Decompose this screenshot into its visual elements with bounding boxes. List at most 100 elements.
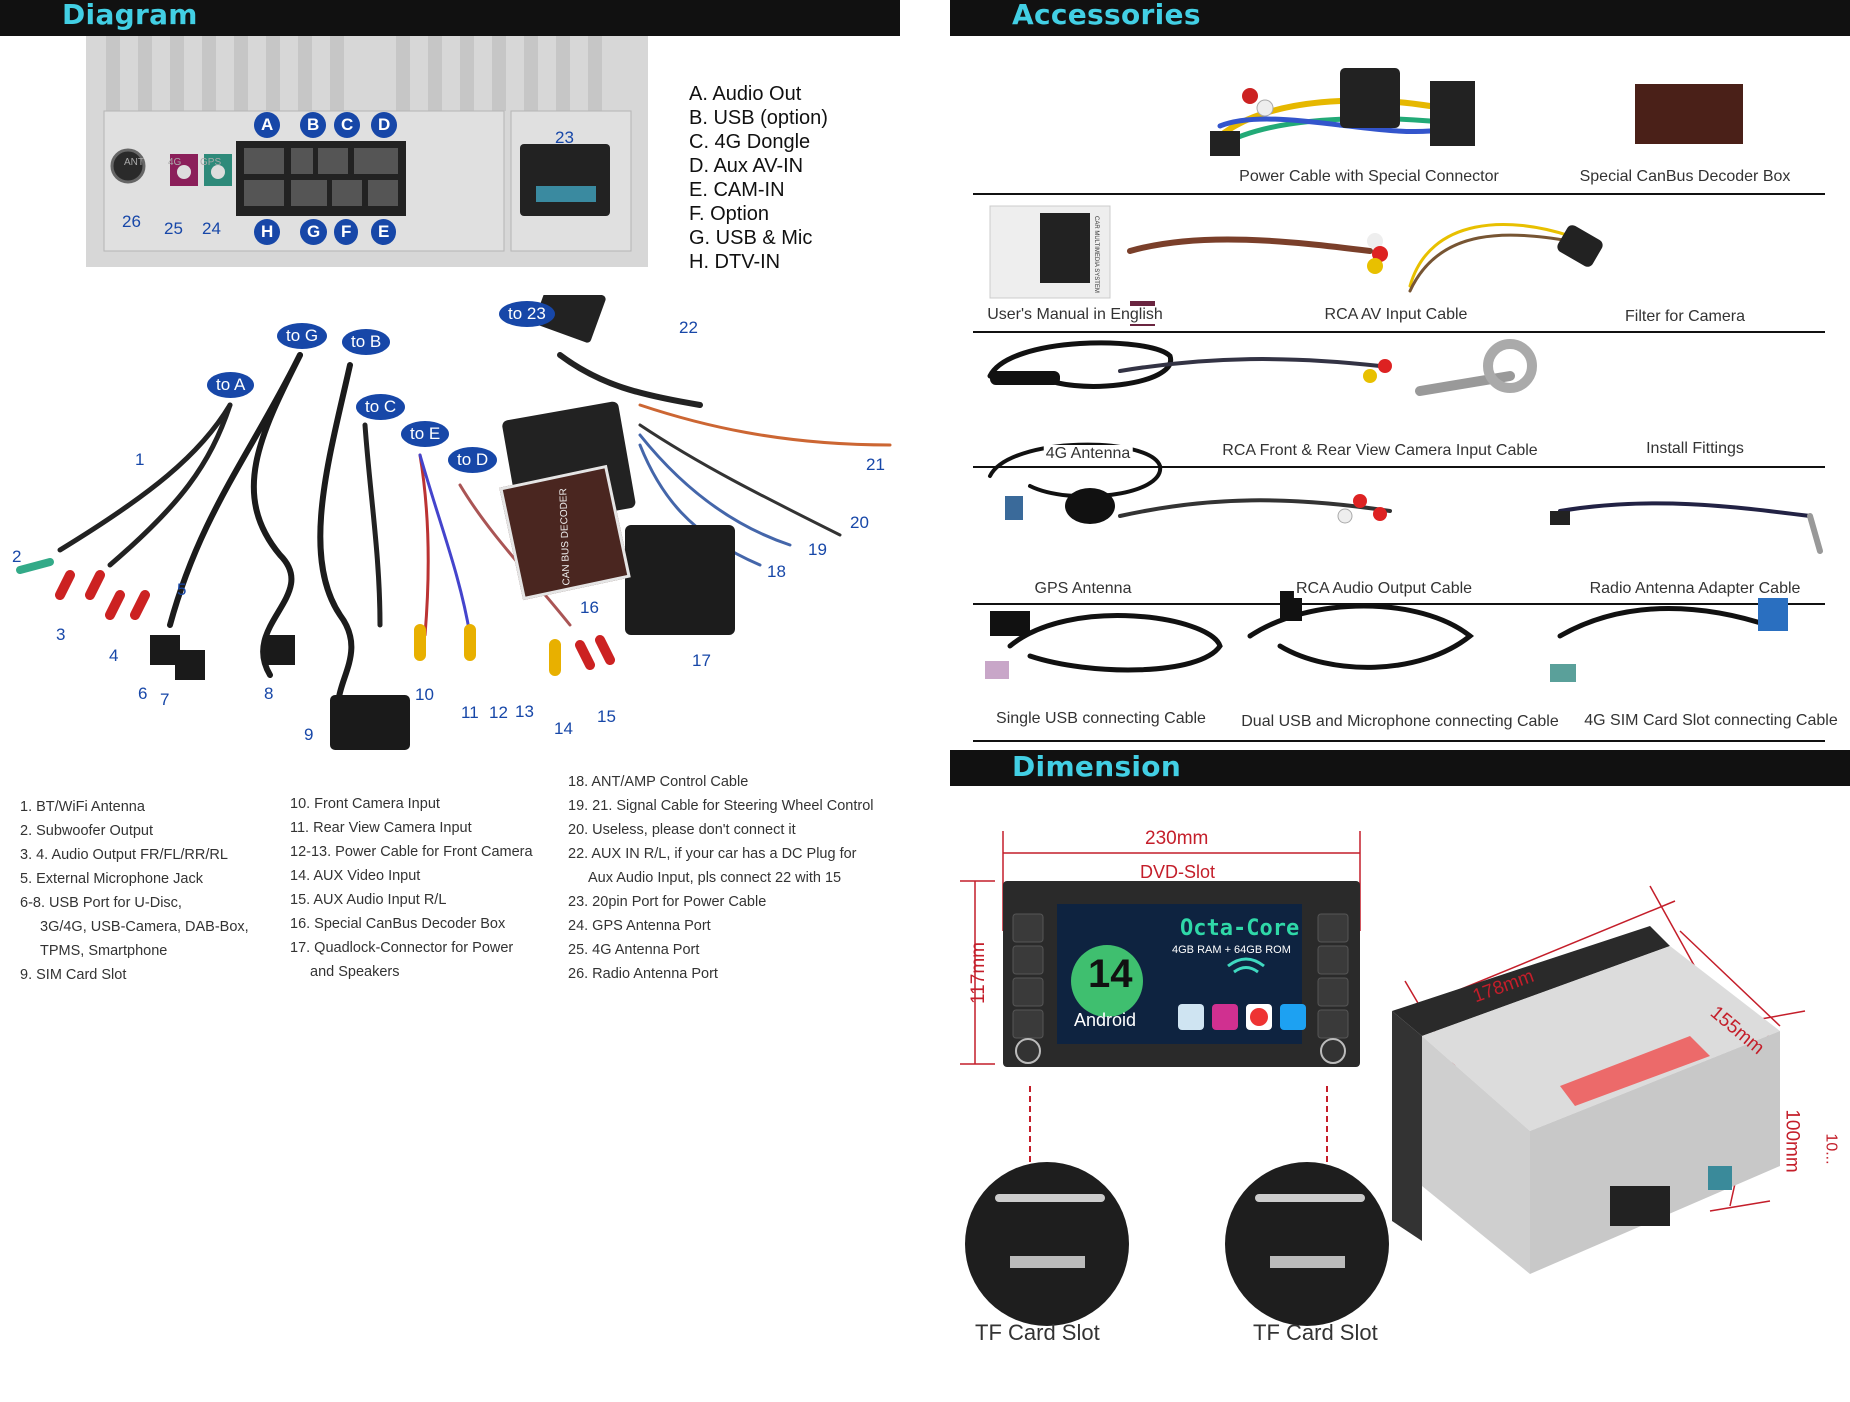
dimension-header: Dimension [950, 750, 1850, 786]
cable-number: 13 [515, 702, 534, 721]
cable-number: 5 [177, 580, 187, 599]
cable-legend-item: 19. 21. Signal Cable for Steering Wheel … [568, 798, 874, 814]
accessory-caption: Special CanBus Decoder Box [1577, 168, 1793, 186]
accessories-header: Accessories [950, 0, 1850, 36]
cable-legend-item: 5. External Microphone Jack [20, 871, 203, 887]
cable-legend-item: 26. Radio Antenna Port [568, 966, 718, 982]
port-legend-item: C. 4G Dongle [689, 131, 811, 153]
connector-badge: F [334, 219, 359, 245]
connector-badge: B [300, 112, 327, 138]
body-height-dimension: 100mm [1781, 1109, 1803, 1173]
cable-tag: to 23 [499, 301, 555, 327]
cable-legend-item: 24. GPS Antenna Port [568, 918, 711, 934]
height-dimension: 117mm [967, 942, 989, 1004]
cable-tag: to C [356, 394, 406, 420]
accessory-photos: CAR MULTIMEDIA SYSTEM [985, 68, 1823, 682]
divider [973, 331, 1825, 333]
diagram-header: Diagram [0, 0, 900, 36]
cable-number: 10 [415, 685, 434, 704]
cable-number: 16 [580, 598, 599, 617]
port-legend-item: H. DTV-IN [689, 251, 781, 273]
accessory-caption: User's Manual in English [985, 306, 1165, 324]
connector-badge: A [254, 112, 281, 138]
accessory-caption: GPS Antenna [1032, 580, 1134, 598]
cable-number: 7 [160, 690, 170, 709]
port-number: 26 [122, 212, 141, 231]
cable-legend-item: 17. Quadlock-Connector for Power [290, 940, 514, 956]
cable-tag: to E [401, 421, 450, 447]
cable-number: 18 [767, 562, 786, 581]
cut-off-dimension: 10... [1822, 1133, 1840, 1165]
divider [973, 466, 1825, 468]
accessory-caption: Single USB connecting Cable [994, 710, 1208, 728]
connector-badge: G [300, 219, 328, 245]
port-legend-item: F. Option [689, 203, 770, 225]
divider [973, 193, 1825, 195]
cable-legend-item: 3G/4G, USB-Camera, DAB-Box, [40, 919, 249, 935]
cable-number: 21 [866, 455, 885, 474]
accessories-title: Accessories [1012, 0, 1201, 31]
cable-legend-item: Aux Audio Input, pls connect 22 with 15 [588, 870, 842, 886]
divider [973, 603, 1825, 605]
android-version: 14 [1088, 952, 1133, 996]
cable-number: 8 [264, 684, 274, 703]
cable-diagram-drawing [16, 277, 892, 750]
cable-legend-col3: 18. ANT/AMP Control Cable 19. 21. Signal … [568, 770, 873, 986]
cable-number: 14 [554, 719, 573, 738]
cable-legend-item: 6-8. USB Port for U-Disc, [20, 895, 182, 911]
cable-legend-item: 12-13. Power Cable for Front Camera [290, 844, 533, 860]
cable-tag: to A [207, 372, 255, 398]
port-legend-item: B. USB (option) [689, 107, 828, 129]
cable-number: 19 [808, 540, 827, 559]
divider [973, 740, 1825, 742]
manual-cover-text: CAR MULTIMEDIA SYSTEM [1093, 216, 1099, 293]
rear-panel-drawing [86, 36, 648, 267]
tf-slot-left-label: TF Card Slot [975, 1320, 1100, 1345]
accessory-caption: Power Cable with Special Connector [1237, 168, 1501, 186]
port-small-label: GPS [200, 157, 222, 168]
cable-tag: to B [342, 329, 391, 355]
accessory-caption: Filter for Camera [1622, 308, 1748, 326]
cable-legend-item: 10. Front Camera Input [290, 796, 440, 812]
connector-badge: H [254, 219, 281, 245]
cable-legend-item: 18. ANT/AMP Control Cable [568, 774, 749, 790]
cable-legend-item: 16. Special CanBus Decoder Box [290, 916, 506, 932]
port-small-label: 4G [168, 157, 182, 168]
cable-number: 22 [679, 318, 698, 337]
cable-legend-item: TPMS, Smartphone [40, 943, 168, 959]
cable-number: 2 [12, 547, 22, 566]
decoder-box-label: CAN BUS DECODER [558, 488, 573, 586]
accessory-caption: 4G Antenna [1043, 445, 1133, 463]
cable-legend-item: 22. AUX IN R/L, if your car has a DC Plu… [568, 846, 857, 862]
android-label: Android [1074, 1010, 1137, 1030]
cable-legend-item: 2. Subwoofer Output [20, 823, 153, 839]
cable-legend-item: 3. 4. Audio Output FR/FL/RR/RL [20, 847, 228, 863]
diagram-title: Diagram [62, 0, 198, 31]
cable-legend-item: 20. Useless, please don't connect it [568, 822, 796, 838]
connector-badge: D [371, 112, 398, 138]
accessory-caption: RCA Front & Rear View Camera Input Cable [1220, 442, 1540, 460]
cable-legend-item: and Speakers [310, 964, 400, 980]
accessory-caption: Dual USB and Microphone connecting Cable [1239, 713, 1561, 731]
accessory-caption: RCA Audio Output Cable [1293, 580, 1475, 598]
tf-slot-right-label: TF Card Slot [1253, 1320, 1378, 1345]
port-legend-item: G. USB & Mic [689, 227, 813, 249]
cable-number: 3 [56, 625, 66, 644]
rear-panel-image [86, 36, 648, 267]
cable-tag: to G [277, 323, 328, 349]
port-legend-item: D. Aux AV-IN [689, 155, 804, 177]
cable-legend-item: 25. 4G Antenna Port [568, 942, 700, 958]
cable-tag: to D [448, 447, 498, 473]
cable-number: 9 [304, 725, 314, 744]
port-small-label: ANT [124, 157, 144, 168]
cable-legend-item: 14. AUX Video Input [290, 868, 421, 884]
width-dimension: 230mm [1145, 828, 1209, 849]
dimension-drawing [960, 831, 1806, 1326]
dimension-title: Dimension [1012, 750, 1182, 783]
cable-number: 20 [850, 513, 869, 532]
connector-badge: C [334, 112, 361, 138]
accessory-caption: Install Fittings [1644, 440, 1746, 458]
